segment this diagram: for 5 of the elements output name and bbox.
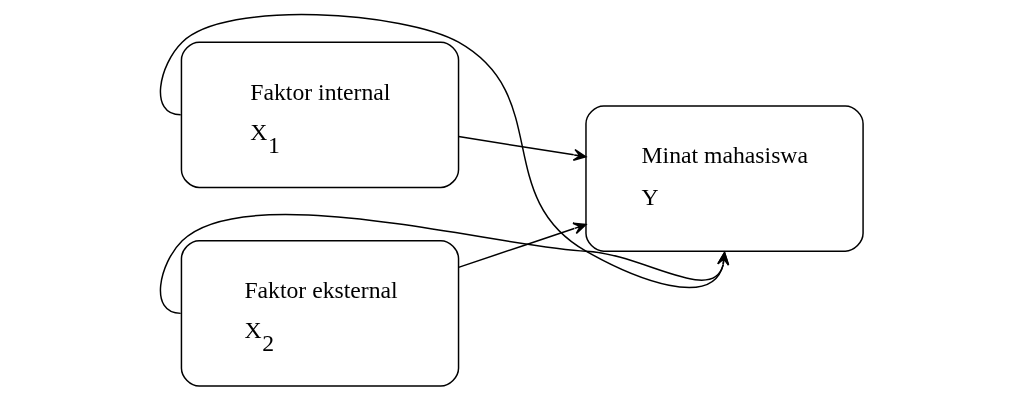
- arrow: [159, 14, 729, 289]
- arrow: [457, 222, 587, 269]
- node-box: Minat mahasiswa Y: [584, 105, 864, 252]
- arrow: [457, 135, 587, 161]
- arrow: [159, 213, 729, 315]
